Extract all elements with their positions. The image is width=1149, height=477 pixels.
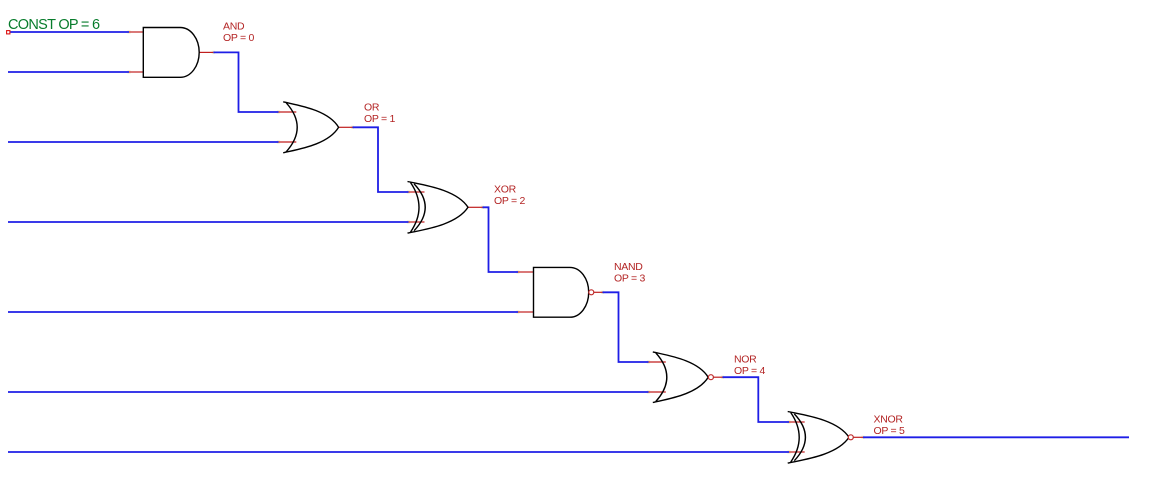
svg-text:OP = 0: OP = 0 (223, 32, 254, 44)
svg-text:NAND: NAND (614, 261, 643, 273)
svg-text:OP = 2: OP = 2 (494, 195, 525, 207)
svg-text:OP = 1: OP = 1 (364, 113, 395, 125)
svg-text:XNOR: XNOR (874, 414, 904, 426)
svg-text:NOR: NOR (734, 354, 757, 366)
svg-text:CONST OP = 6: CONST OP = 6 (8, 17, 100, 33)
svg-text:XOR: XOR (494, 184, 517, 196)
svg-text:OP = 4: OP = 4 (734, 365, 765, 377)
svg-text:OP = 3: OP = 3 (614, 273, 645, 285)
svg-text:AND: AND (223, 20, 245, 32)
svg-text:OP = 5: OP = 5 (874, 425, 905, 437)
svg-text:OR: OR (364, 101, 380, 113)
